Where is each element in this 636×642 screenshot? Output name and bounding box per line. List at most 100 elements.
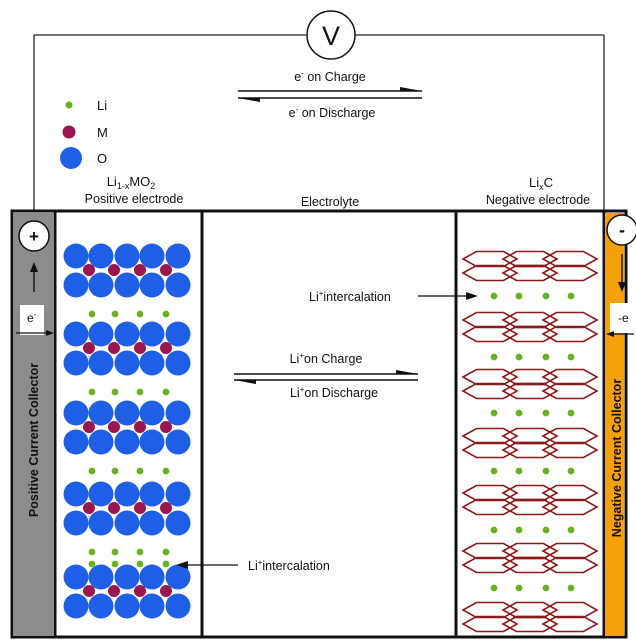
lithium-ion [567,526,575,534]
carbon-ring [541,542,599,560]
metal-atom [134,342,146,354]
ion-discharge-label: Li+on Discharge [290,385,378,400]
charge-arrow-right [238,87,422,92]
metal-atom [160,264,172,276]
carbon-ring [501,250,559,268]
carbon-ring [461,325,519,343]
oxygen-atom [88,350,114,376]
electron-tag-left [20,305,44,335]
oxygen-atom [114,350,140,376]
graphene-sheet [461,368,599,400]
lithium-ion [162,560,170,568]
oxygen-atom [88,243,114,269]
lithium-ion [515,526,523,534]
oxygen-atom [63,510,89,536]
carbon-ring [501,498,559,516]
oxygen-atom [165,429,191,455]
carbon-ring [501,615,559,633]
carbon-ring [541,498,599,516]
oxygen-atom [88,400,114,426]
negative-collector-label: Negative Current Collector [610,379,624,538]
negative-sign: - [619,220,625,240]
carbon-ring [461,382,519,400]
carbon-ring [501,382,559,400]
oxygen-atom [63,321,89,347]
carbon-ring [541,382,599,400]
lithium-ion [515,292,523,300]
negative-terminal [606,214,636,246]
legend-li-dot [65,101,73,109]
carbon-ring [541,311,599,329]
carbon-ring [501,542,559,560]
oxygen-atom [165,400,191,426]
carbon-ring [501,484,559,502]
oxygen-atom [88,321,114,347]
legend-m-dot [62,125,76,139]
metal-atom [160,421,172,433]
metal-atom [160,342,172,354]
metal-atom [83,585,95,597]
anode-intercalation-label: Li+intercalation [309,289,391,304]
oxygen-atom [114,510,140,536]
lithium-ion [111,467,119,475]
oxygen-atom [63,400,89,426]
oxygen-atom [88,593,114,619]
lithium-ion [542,409,550,417]
lithium-ion [162,467,170,475]
carbon-ring [461,542,519,560]
metal-atom [108,502,120,514]
lithium-ion [567,353,575,361]
graphene-sheet [461,542,599,574]
metal-atom [83,342,95,354]
oxygen-atom [88,481,114,507]
oxide-layer [63,400,191,455]
carbon-ring [461,498,519,516]
oxygen-atom [88,429,114,455]
positive-sign: + [29,227,39,246]
carbon-ring [461,250,519,268]
carbon-ring [541,556,599,574]
carbon-ring [501,368,559,386]
carbon-ring [461,556,519,574]
oxygen-atom [165,593,191,619]
cell-outline [10,209,628,639]
ion-discharge-arrow [234,379,418,384]
oxygen-atom [165,243,191,269]
oxygen-atom [63,429,89,455]
oxygen-atom [139,429,165,455]
lithium-ion [490,526,498,534]
ion-charge-arrow [234,370,418,375]
oxygen-atom [114,272,140,298]
lithium-ion [542,292,550,300]
oxygen-atom [139,564,165,590]
metal-atom [160,502,172,514]
electron-up-arrow [30,262,38,292]
oxygen-atom [63,272,89,298]
negative-electrode-label: Negative electrode [486,193,590,207]
carbon-ring [541,427,599,445]
external-circuit-wire [33,34,605,211]
carbon-ring [461,615,519,633]
oxygen-atom [88,510,114,536]
carbon-ring [501,325,559,343]
oxygen-atom [165,564,191,590]
oxygen-atom [165,350,191,376]
legend-o-dot [60,147,82,169]
lithium-ion [88,560,96,568]
oxygen-atom [165,481,191,507]
electron-discharge-label: e- on Discharge [289,105,376,120]
electron-left-arrow [606,331,634,337]
lithium-ion [111,560,119,568]
lithium-ion [136,560,144,568]
electron-tag-right [610,303,632,333]
lithium-ion [490,292,498,300]
positive-terminal [18,220,50,252]
carbon-ring [461,368,519,386]
lithium-ion [162,388,170,396]
ion-flow: Li+on Charge Li+on Discharge [234,351,418,400]
lithium-ion [515,584,523,592]
lithium-ion [162,310,170,318]
carbon-ring [501,441,559,459]
graphene-sheet [461,250,599,282]
